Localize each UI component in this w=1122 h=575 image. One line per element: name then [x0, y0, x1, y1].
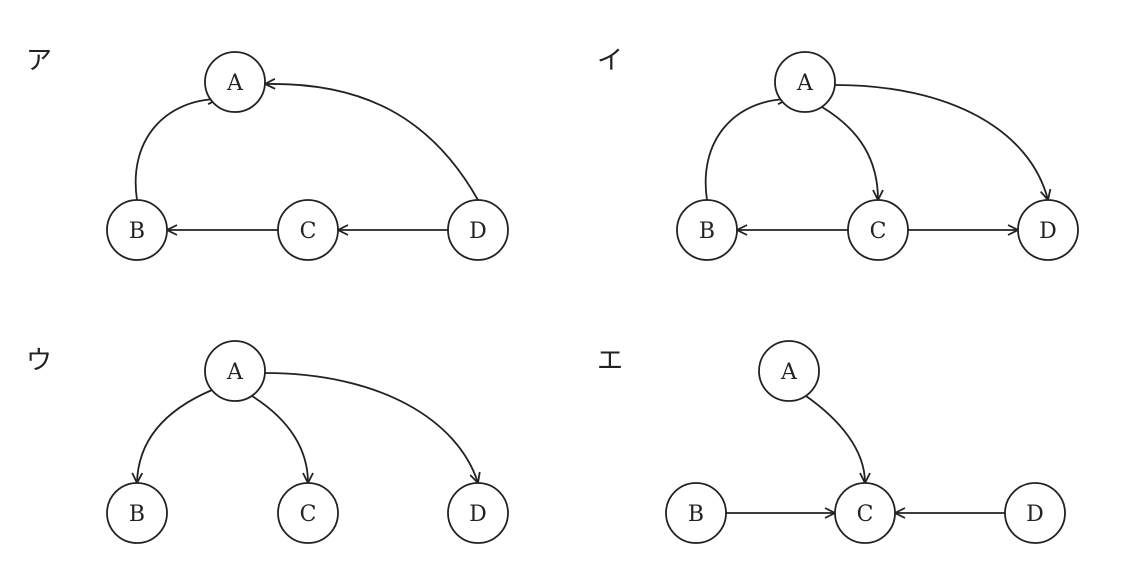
node-a-b: B [106, 199, 168, 261]
node-u-c: C [277, 482, 339, 544]
node-label-a-a: A [226, 71, 244, 96]
option-label-u: ウ [26, 346, 53, 376]
node-label-i-d: D [1039, 219, 1057, 244]
edge-i-b-to-a [704, 99, 788, 201]
node-label-u-c: C [300, 502, 317, 527]
edge-u-a-to-c [251, 395, 308, 483]
node-label-a-c: C [300, 219, 317, 244]
node-i-c: C [847, 199, 909, 261]
node-label-u-a: A [226, 360, 244, 385]
node-u-d: D [447, 482, 509, 544]
node-u-b: B [106, 482, 168, 544]
node-label-a-b: B [129, 219, 145, 244]
edge-i-a-to-d [834, 84, 1048, 200]
node-e-d: D [1004, 482, 1066, 544]
node-e-c: C [834, 482, 896, 544]
edge-a-d-to-a [265, 84, 479, 201]
edge-u-a-to-d [264, 372, 478, 483]
node-a-d: D [447, 199, 509, 261]
node-e-a: A [758, 340, 820, 402]
option-label-i: イ [597, 46, 624, 76]
node-label-e-d: D [1026, 502, 1044, 527]
node-label-a-d: D [469, 219, 487, 244]
option-label-a: ア [26, 46, 53, 76]
node-label-e-a: A [780, 360, 798, 385]
node-a-a: A [204, 51, 266, 113]
node-u-a: A [204, 340, 266, 402]
edge-e-a-to-c [805, 395, 865, 483]
edge-i-a-to-c [821, 106, 878, 200]
node-i-a: A [774, 51, 836, 113]
edge-u-a-to-b [137, 389, 213, 483]
node-label-u-d: D [469, 502, 487, 527]
edge-a-b-to-a [134, 99, 218, 201]
node-label-e-b: B [688, 502, 704, 527]
node-label-i-c: C [870, 219, 887, 244]
node-label-i-a: A [796, 71, 814, 96]
node-i-b: B [676, 199, 738, 261]
option-label-e: エ [597, 346, 624, 376]
node-label-e-c: C [857, 502, 874, 527]
node-i-d: D [1017, 199, 1079, 261]
node-label-u-b: B [129, 502, 145, 527]
node-label-i-b: B [699, 219, 715, 244]
node-e-b: B [665, 482, 727, 544]
node-a-c: C [277, 199, 339, 261]
